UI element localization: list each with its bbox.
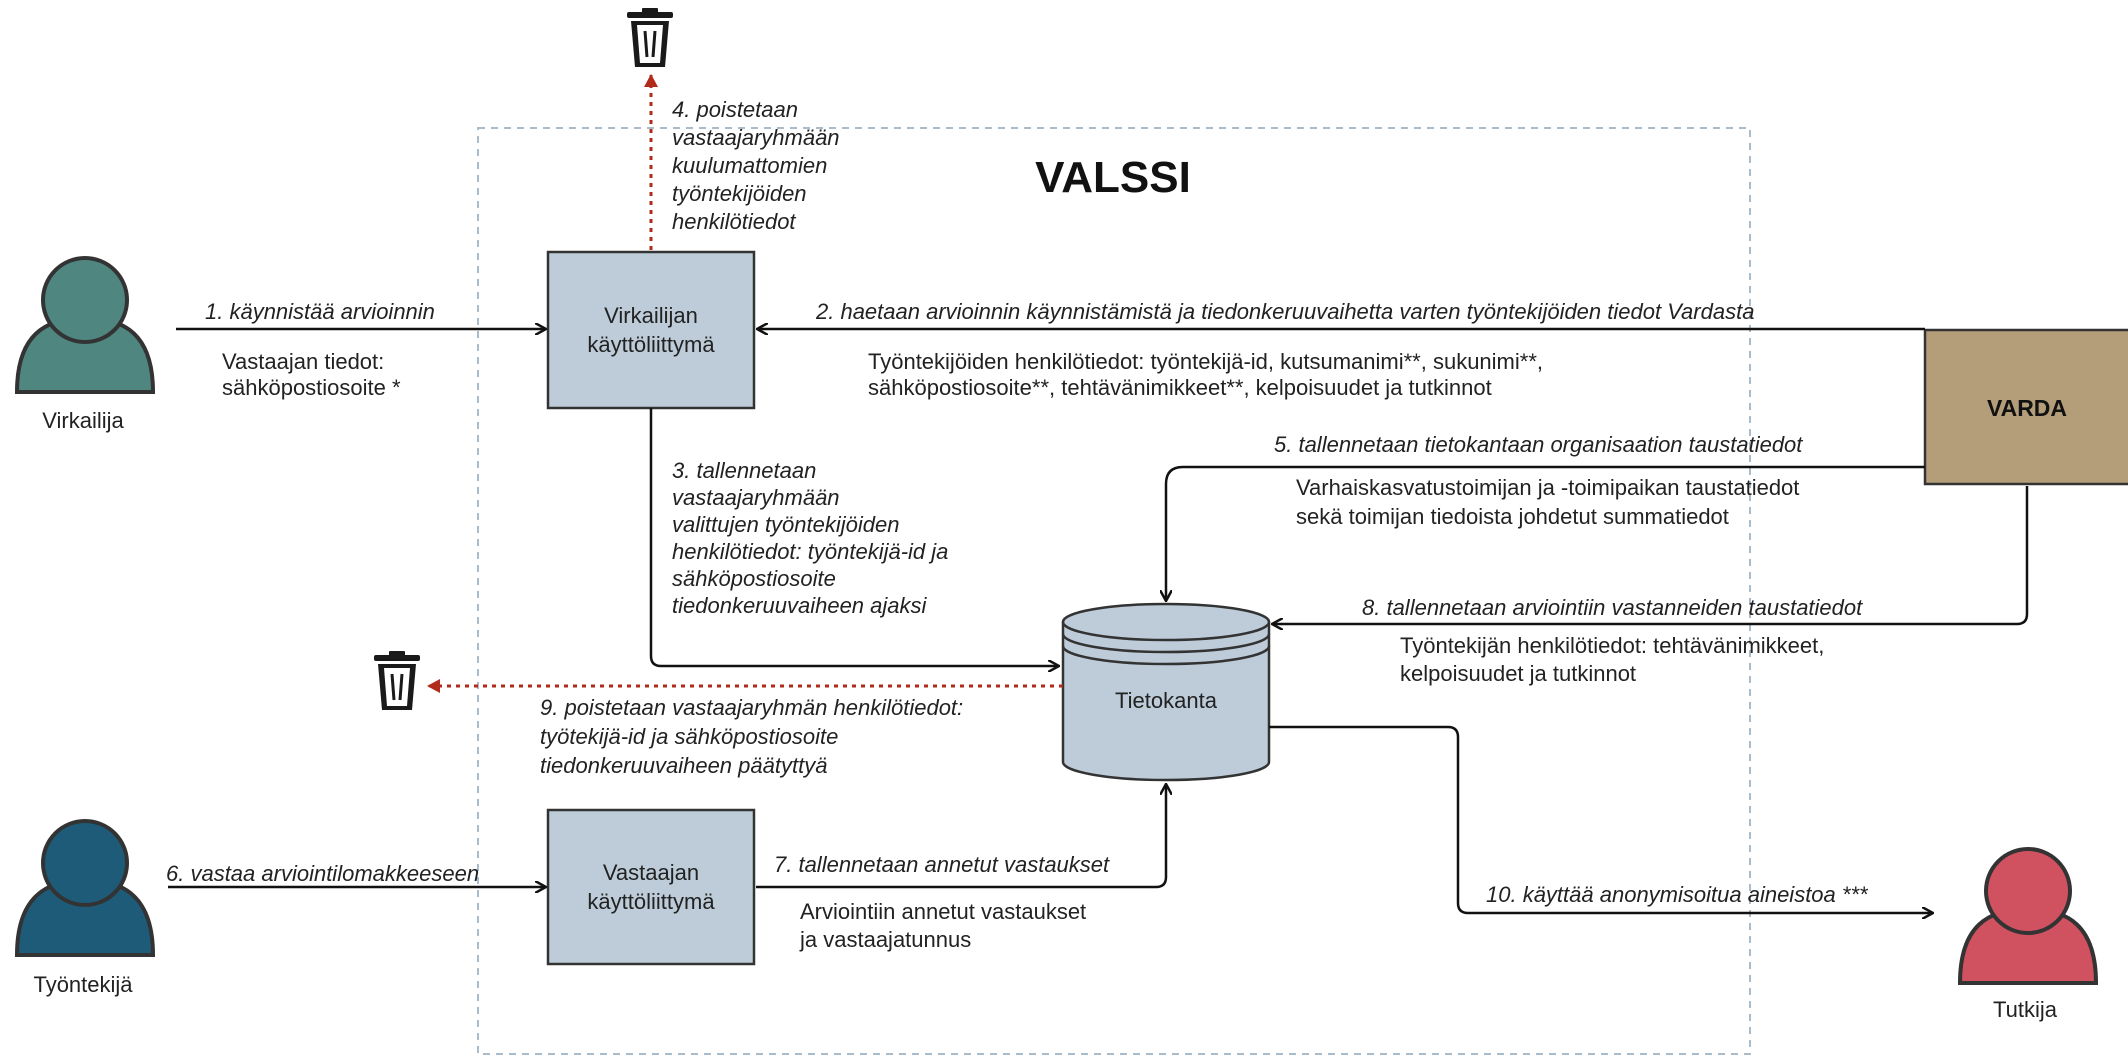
step-9-label: työtekijä-id ja sähköpostiosoite: [540, 724, 838, 749]
step-9-label: 9. poistetaan vastaajaryhmän henkilötied…: [540, 695, 963, 720]
valssi-boundary: [477, 127, 1751, 1055]
step-4-label: vastaajaryhmään: [672, 125, 840, 150]
svg-text:VARDA: VARDA: [1987, 395, 2067, 421]
step-7-label: 7. tallennetaan annetut vastaukset: [774, 852, 1110, 877]
step-8-label: 8. tallennetaan arviointiin vastanneiden…: [1362, 595, 1863, 620]
step-5-detail: Varhaiskasvatustoimijan ja -toimipaikan …: [1296, 475, 1799, 500]
step-3-label: 3. tallennetaan: [672, 458, 816, 483]
step-8-detail: Työntekijän henkilötiedot: tehtävänimikk…: [1400, 633, 1824, 658]
virkailija-ui-box: Virkailijan käyttöliittymä: [546, 250, 756, 410]
step-9-label: tiedonkeruuvaiheen päätyttyä: [540, 753, 827, 778]
step-3-label: henkilötiedot: työntekijä-id ja: [672, 539, 948, 564]
flow-3-arrow: [649, 408, 1058, 666]
step-2-label: 2. haetaan arvioinnin käynnistämistä ja …: [815, 299, 1754, 324]
step-5-detail: sekä toimijan tiedoista johdetut summati…: [1296, 504, 1729, 529]
actor-virkailija: Virkailija: [14, 256, 156, 433]
step-5-label: 5. tallennetaan tietokantaan organisaati…: [1274, 432, 1803, 457]
svg-text:käyttöliittymä: käyttöliittymä: [587, 889, 715, 914]
trash-icon: [627, 8, 673, 67]
flow-7-arrow: [756, 785, 1166, 889]
step-1-label: 1. käynnistää arvioinnin: [205, 299, 435, 324]
actor-label: Tutkija: [1993, 997, 2058, 1022]
vastaaja-ui-box: Vastaajan käyttöliittymä: [546, 808, 756, 966]
step-7-detail: Arviointiin annetut vastaukset: [800, 899, 1086, 924]
step-6-label: 6. vastaa arviointilomakkeeseen: [166, 861, 479, 886]
flow-10-arrow: [1269, 725, 1932, 913]
step-3-label: vastaajaryhmään: [672, 485, 840, 510]
step-2-detail: Työntekijöiden henkilötiedot: työntekijä…: [868, 349, 1543, 374]
step-3-label: tiedonkeruuvaiheen ajaksi: [672, 593, 928, 618]
svg-text:käyttöliittymä: käyttöliittymä: [587, 332, 715, 357]
step-4-label: kuulumattomien: [672, 153, 827, 178]
step-4-label: henkilötiedot: [672, 209, 796, 234]
step-2-detail: sähköpostiosoite**, tehtävänimikkeet**, …: [868, 375, 1492, 400]
actor-label: Virkailija: [42, 408, 124, 433]
svg-text:Tietokanta: Tietokanta: [1115, 688, 1218, 713]
flow-8-arrow: [1273, 486, 2029, 624]
step-7-detail: ja vastaajatunnus: [799, 927, 971, 952]
varda-box: VARDA: [1923, 328, 2128, 486]
step-10-label: 10. käyttää anonymisoitua aineistoa ***: [1486, 882, 1869, 907]
flow-5-arrow: [1166, 465, 1925, 600]
tietokanta-database: Tietokanta: [1061, 602, 1271, 782]
svg-text:Virkailijan: Virkailijan: [604, 303, 698, 328]
step-4-label: 4. poistetaan: [672, 97, 798, 122]
step-1-detail: sähköpostiosoite *: [222, 375, 401, 400]
step-1-detail: Vastaajan tiedot:: [222, 349, 384, 374]
step-4-label: työntekijöiden: [672, 181, 807, 206]
step-8-detail: kelpoisuudet ja tutkinnot: [1400, 661, 1636, 686]
actor-label: Työntekijä: [33, 972, 133, 997]
svg-text:Vastaajan: Vastaajan: [603, 860, 699, 885]
actor-tyontekija: Työntekijä: [14, 819, 156, 997]
actor-tutkija: Tutkija: [1957, 847, 2099, 1022]
step-3-label: sähköpostiosoite: [672, 566, 836, 591]
step-3-label: valittujen työntekijöiden: [672, 512, 899, 537]
system-title: VALSSI: [1035, 153, 1191, 202]
trash-icon: [374, 651, 420, 710]
